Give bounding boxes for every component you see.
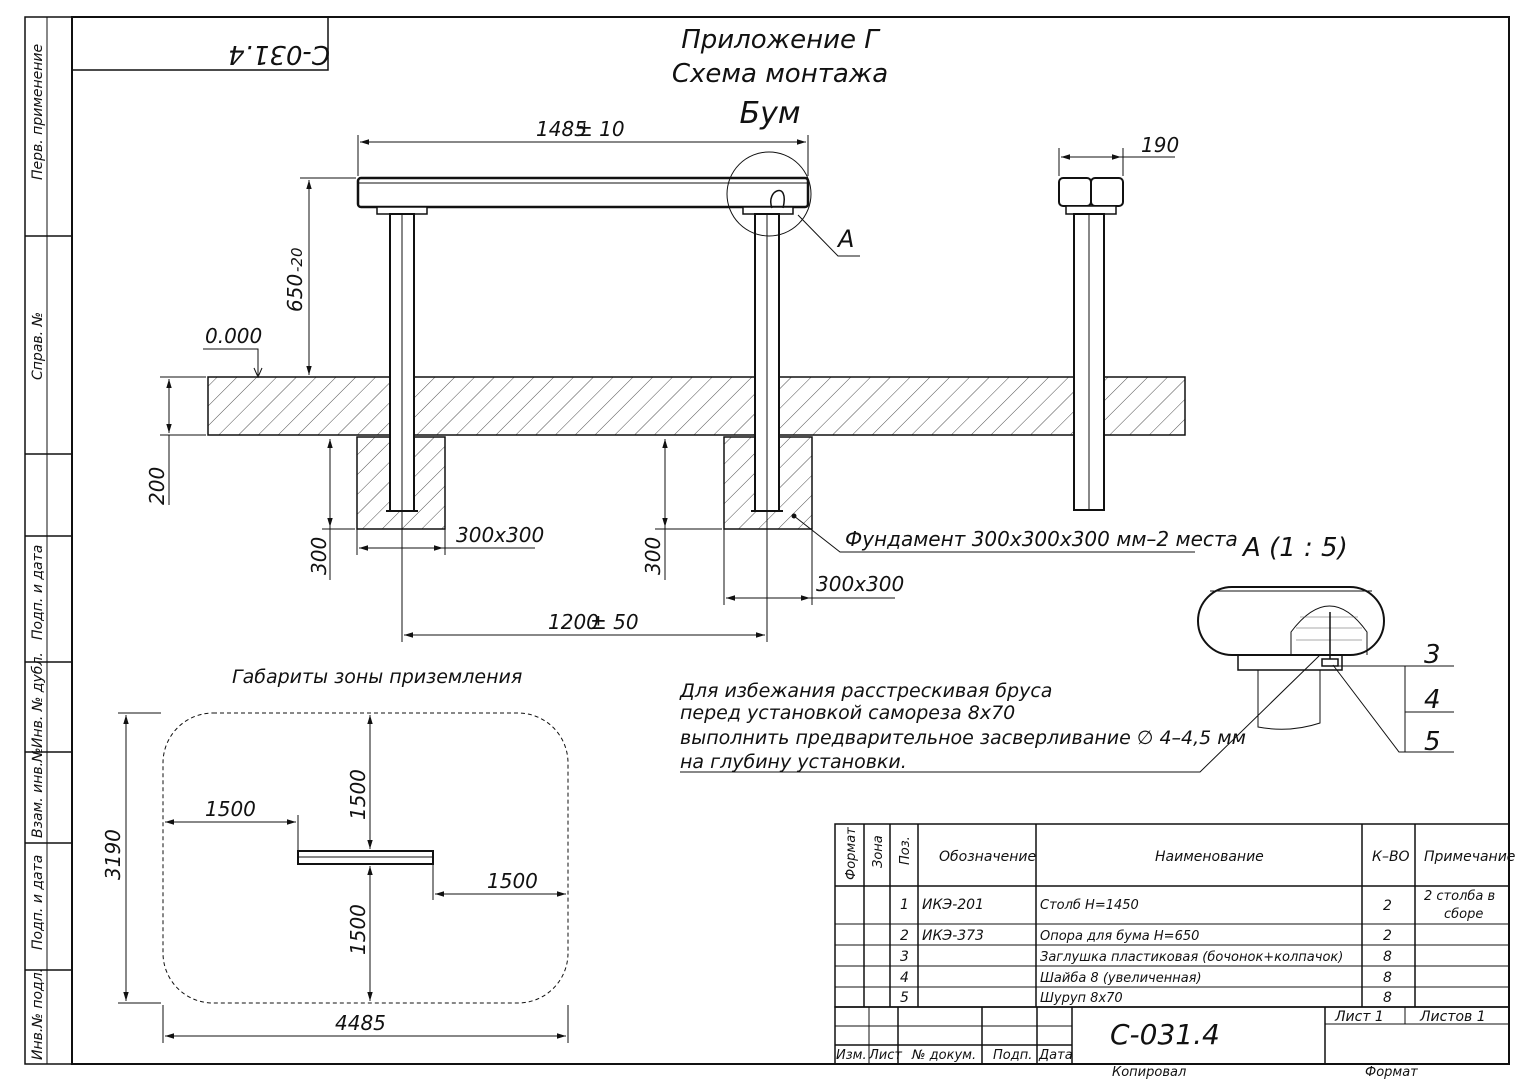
spec-row-pos: 4 [900, 970, 909, 986]
dim-pit-right-depth: 300 [641, 537, 665, 575]
detail-a [1197, 586, 1385, 730]
side-strip [24, 16, 73, 1065]
detail-title: А (1 : 5) [1241, 533, 1348, 563]
note-line-3: выполнить предварительное засверливание … [680, 727, 1246, 749]
level-mark: 0.000 [205, 324, 262, 348]
stamp-box [71, 16, 329, 71]
stamp-text: С-031.4 [228, 39, 330, 69]
title-block-kopir: Копировал [1112, 1065, 1186, 1080]
spec-header-format: Формат [844, 827, 859, 880]
spec-header-note: Примечание [1424, 849, 1515, 865]
title-block-ndoc: № докум. [911, 1048, 976, 1063]
detail-pos-4: 4 [1424, 685, 1441, 715]
zone-dim-height: 3190 [101, 829, 125, 880]
dim-pit-right-size: 300х300 [816, 572, 904, 596]
spec-row-designation: ИКЭ-373 [922, 928, 984, 944]
side-label-podp1: Подп. и дата [30, 545, 46, 640]
dim-1200: 1200 [548, 610, 599, 634]
spec-row-pos: 1 [900, 897, 909, 913]
spec-header-zone: Зона [871, 835, 886, 868]
spec-row-pos: 2 [900, 928, 909, 944]
dim-1485-tol: ± 10 [576, 117, 625, 141]
note-line-4: на глубину установки. [680, 751, 907, 773]
beam [356, 176, 810, 209]
side-label-sprav: Справ. № [30, 312, 46, 380]
dim-650: 650 [283, 274, 307, 312]
title-block-list: Лист [868, 1048, 902, 1063]
ground-slab [207, 376, 1186, 436]
note-line-2: перед установкой самореза 8х70 [680, 702, 1015, 724]
spec-row-name: Шуруп 8х70 [1040, 991, 1123, 1006]
side-label-vzam: Взам. инв.№ [30, 747, 46, 838]
title-block-podp: Подп. [993, 1048, 1032, 1063]
landing-zone [162, 712, 569, 1004]
title-block-sheet: Лист 1 [1334, 1009, 1384, 1025]
detail-pos-5: 5 [1424, 727, 1441, 757]
side-label-inv-podl: Инв.№ подл. [30, 968, 46, 1060]
spec-row-name: Заглушка пластиковая (бочонок+колпачок) [1040, 950, 1343, 965]
foundation-note: Фундамент 300х300х300 мм–2 места [845, 527, 1238, 551]
spec-header-name: Наименование [1155, 849, 1264, 865]
callout-a-label: А [836, 225, 854, 253]
spec-header-designation: Обозначение [939, 849, 1036, 865]
spec-row-name: Столб Н=1450 [1040, 898, 1139, 913]
dim-190: 190 [1141, 133, 1179, 157]
spec-header-pos: Поз. [898, 836, 913, 865]
spec-row-note: сборе [1444, 907, 1483, 922]
title-block-izm: Изм. [836, 1048, 867, 1063]
post-left [386, 213, 418, 512]
spec-row-designation: ИКЭ-201 [922, 897, 984, 913]
zone-title: Габариты зоны приземления [232, 666, 522, 688]
spec-row-qty: 2 [1383, 898, 1392, 914]
callout-a-circle [726, 151, 812, 237]
title-block [834, 1006, 1510, 1065]
title-block-data: Дата [1038, 1048, 1073, 1063]
spec-row-qty: 2 [1383, 928, 1392, 944]
zone-dim-right: 1500 [487, 869, 538, 893]
side-label-podp2: Подп. и дата [30, 855, 46, 950]
side-label-inv-dubl: Инв. № дубл. [30, 652, 46, 748]
spec-header-qty: К–ВО [1372, 849, 1410, 865]
post-right [751, 213, 783, 512]
title-block-format: Формат [1365, 1065, 1418, 1080]
spec-row-pos: 5 [900, 990, 909, 1006]
spec-row-qty: 8 [1383, 949, 1392, 965]
dim-650-tol: -20 [288, 248, 306, 273]
title-block-doc: С-031.4 [1110, 1018, 1220, 1051]
zone-dim-left: 1500 [205, 797, 256, 821]
title-block-sheets: Листов 1 [1419, 1009, 1486, 1025]
dim-pit-left-size: 300х300 [456, 523, 544, 547]
spec-row-note: 2 столба в [1424, 889, 1495, 904]
spec-row-name: Шайба 8 (увеличенная) [1040, 971, 1202, 986]
spec-row-name: Опора для бума Н=650 [1040, 929, 1199, 944]
note-line-1: Для избежания расстрескивая бруса [679, 680, 1052, 702]
spec-row-qty: 8 [1383, 970, 1392, 986]
dim-pit-left-depth: 300 [307, 537, 331, 575]
dim-200: 200 [145, 467, 169, 505]
title-line-3: Бум [740, 96, 801, 131]
spec-row-qty: 8 [1383, 990, 1392, 1006]
detail-pos-3: 3 [1424, 640, 1441, 670]
title-line-1: Приложение Г [681, 25, 881, 55]
side-label-perv: Перв. применение [30, 44, 46, 180]
title-line-2: Схема монтажа [672, 59, 888, 89]
dim-1200-tol: ± 50 [590, 610, 639, 634]
dim-1485: 1485 [536, 117, 587, 141]
spec-row-pos: 3 [900, 949, 909, 965]
zone-dim-bottom: 1500 [346, 904, 370, 955]
zone-dim-width: 4485 [335, 1011, 386, 1035]
side-view [1058, 177, 1124, 511]
zone-dim-top: 1500 [346, 769, 370, 820]
